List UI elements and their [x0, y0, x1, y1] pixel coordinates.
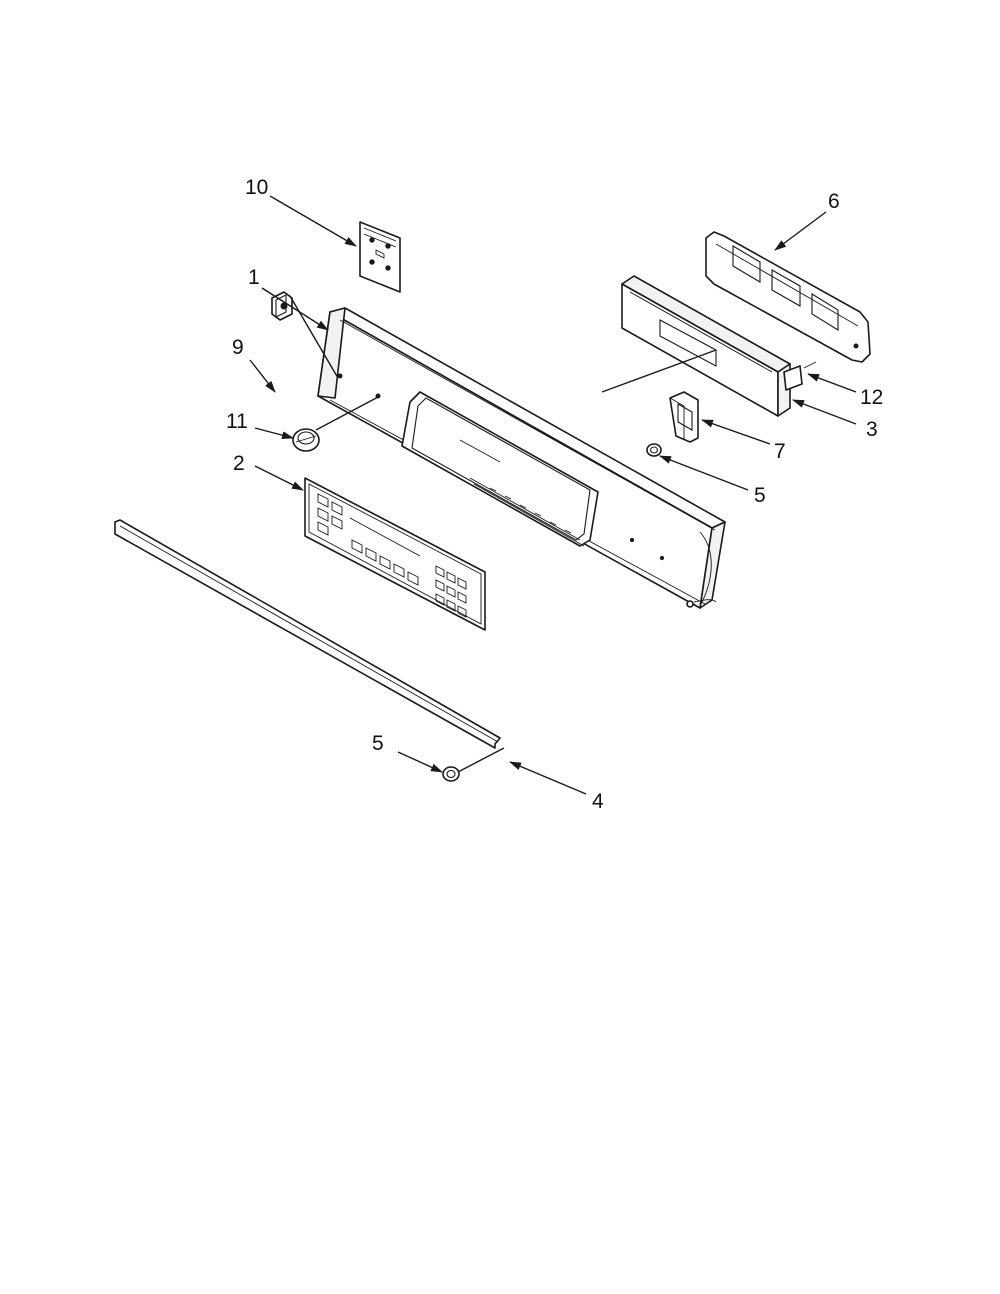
part-3-display-housing	[621, 275, 791, 417]
callout-11: 11	[226, 410, 248, 433]
part-9-knob	[271, 291, 293, 321]
callout-6: 6	[828, 190, 840, 213]
callout-3: 3	[866, 418, 878, 441]
part-12-screw	[783, 361, 817, 391]
part-5-screw-lower	[442, 766, 460, 782]
part-5-screw-upper	[646, 443, 662, 457]
callout-9: 9	[232, 336, 244, 359]
leader-lines	[249, 195, 857, 795]
callout-4: 4	[592, 790, 604, 813]
callout-10: 10	[245, 176, 268, 199]
callout-7: 7	[774, 440, 786, 463]
callout-labels: 10 1 9 11 2 6 12 3 7 5 5 4	[226, 176, 883, 813]
part-11-knob	[292, 428, 320, 452]
part-2-keypad-overlay	[304, 477, 486, 631]
callout-5-upper: 5	[754, 484, 766, 507]
part-6-gasket	[705, 231, 871, 363]
part-7-bracket	[669, 391, 699, 443]
callout-2: 2	[233, 452, 245, 475]
callout-12: 12	[860, 386, 883, 409]
callout-1: 1	[248, 266, 260, 289]
console-button-row	[469, 477, 585, 547]
part-10-bracket-plate	[359, 221, 401, 293]
part-1-control-panel	[317, 307, 726, 609]
part-4-trim-strip	[114, 519, 501, 749]
callout-5-lower: 5	[372, 732, 384, 755]
